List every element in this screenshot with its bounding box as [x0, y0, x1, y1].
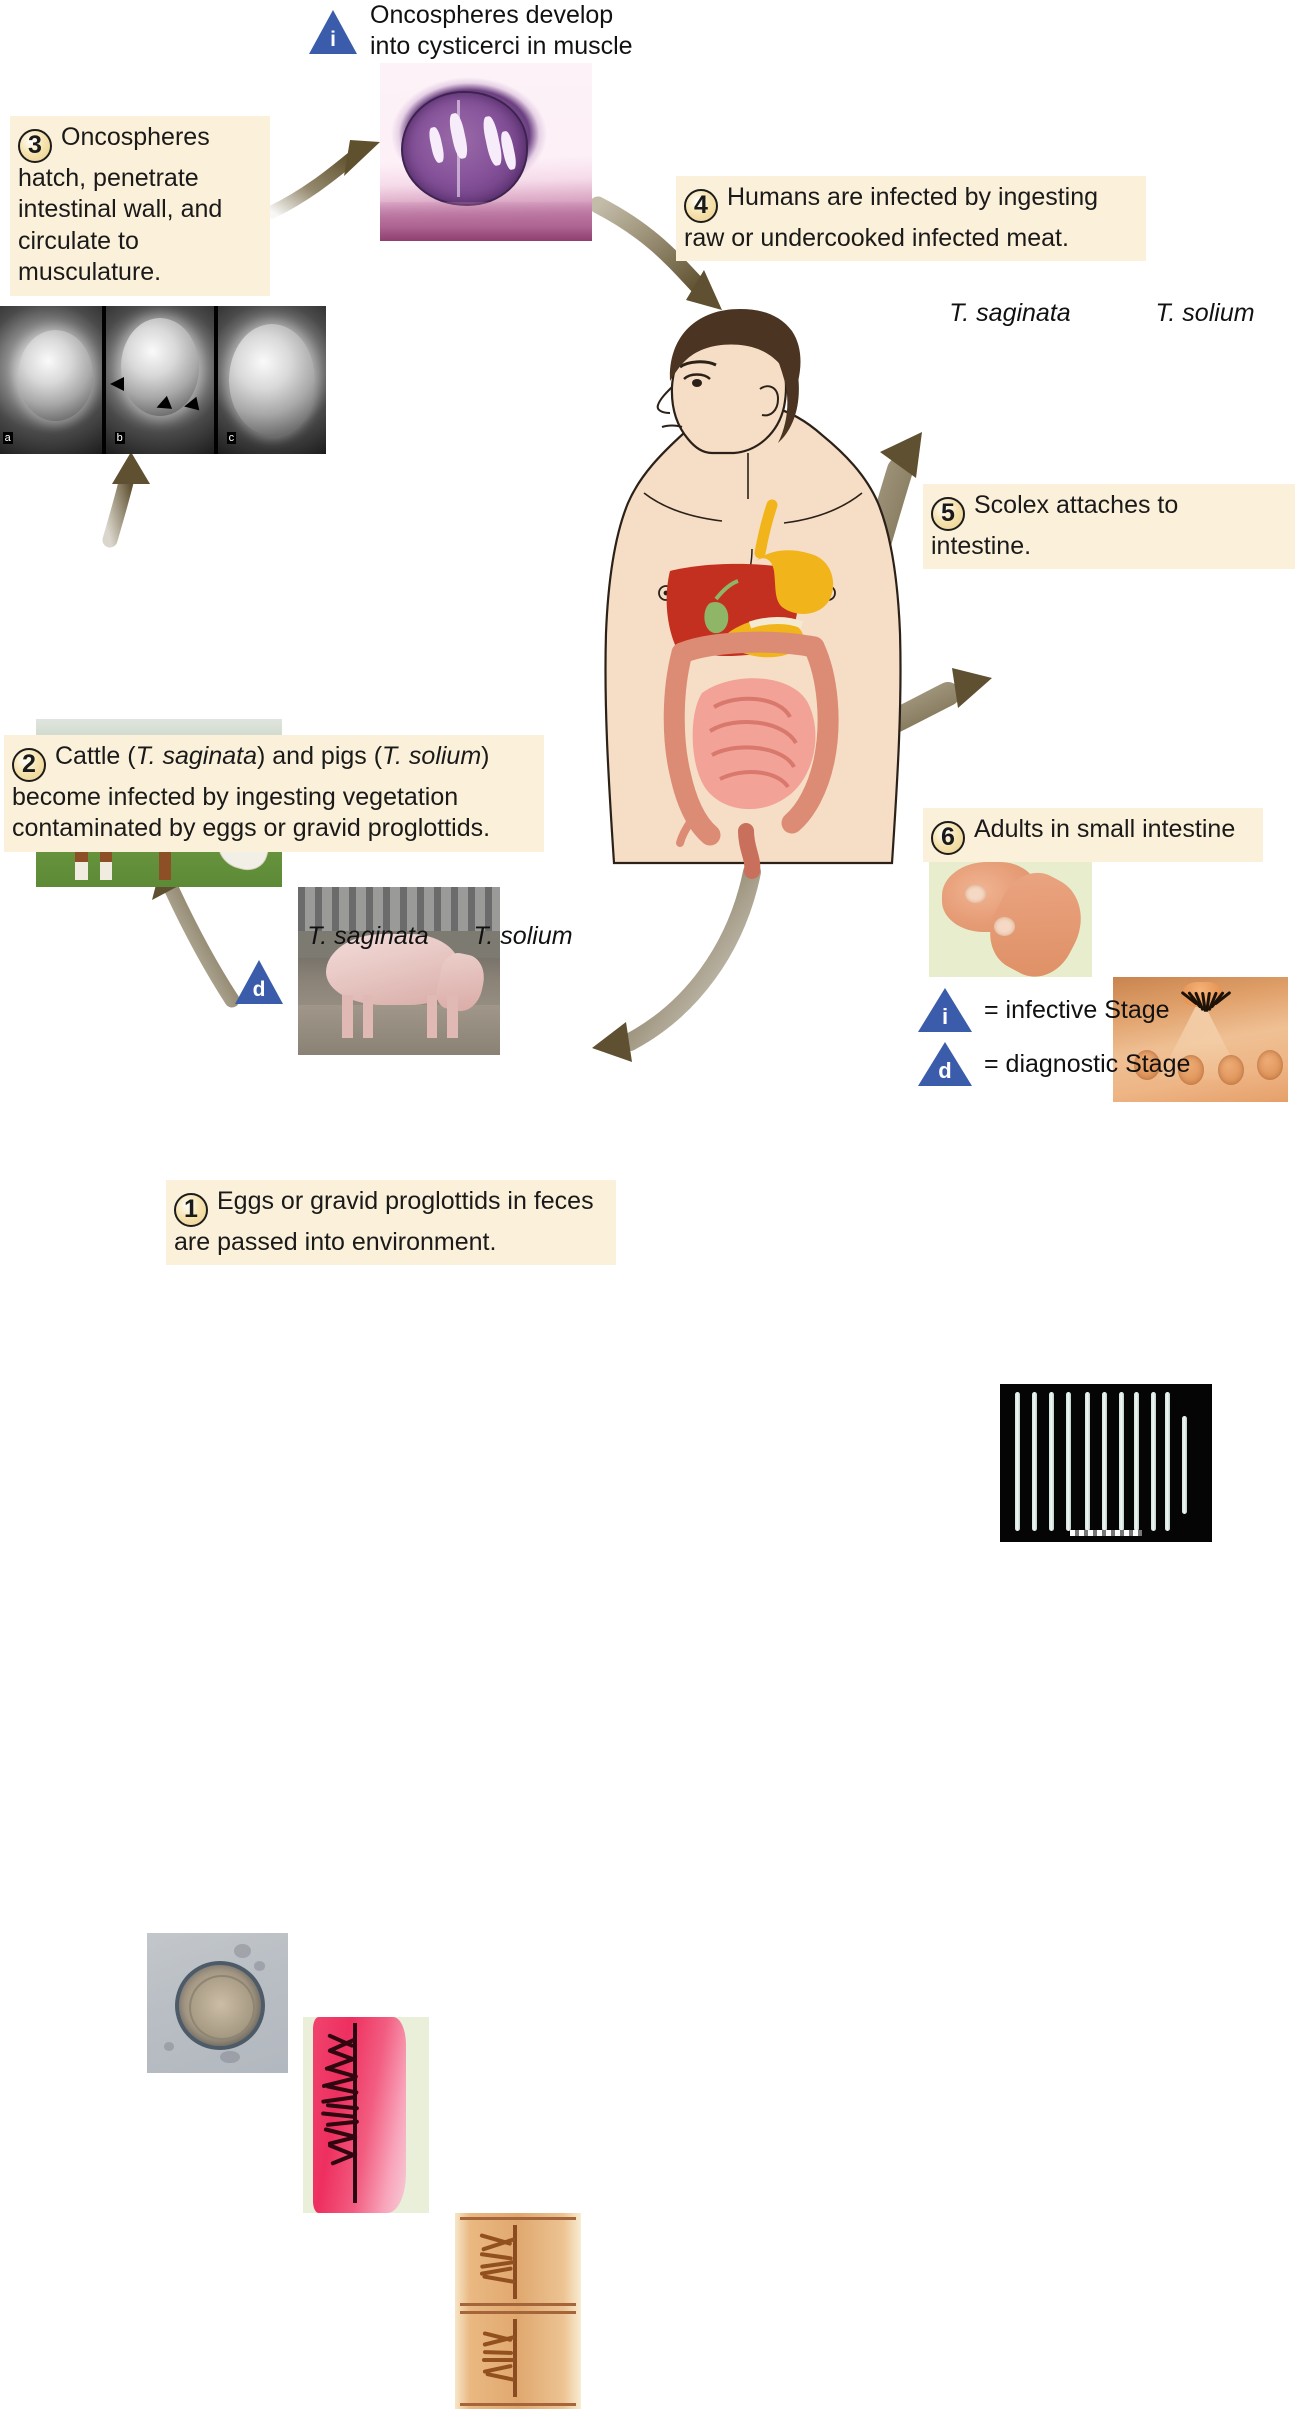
step-5-text: Scolex attaches to intestine. — [931, 491, 1179, 560]
sem-tag-a: a — [2, 431, 13, 444]
sem-tag-b: b — [114, 431, 125, 444]
infective-stage-triangle-icon: i — [309, 10, 357, 54]
t-saginata-scolex-image — [929, 852, 1092, 977]
legend-label-infective: = infective Stage — [984, 995, 1170, 1024]
sem-panel-b: b — [106, 306, 214, 454]
legend-glyph-i: i — [941, 1004, 949, 1029]
scolex-solium-label: T. solium — [1155, 299, 1255, 327]
sem-tag-c: c — [226, 431, 237, 444]
proglottid-solium-label: T. solium — [473, 922, 573, 950]
arrow-to-cysticercus — [265, 140, 380, 219]
step-2-number: 2 — [12, 747, 46, 782]
step-6-callout: 6 Adults in small intestine — [923, 808, 1263, 862]
top-label-line1: Oncospheres develop — [370, 1, 614, 29]
legend-glyph-d: d — [938, 1058, 952, 1083]
diagnostic-stage-triangle-icon: d — [235, 960, 283, 1004]
legend-item-diagnostic: d = diagnostic Stage — [918, 1042, 1190, 1086]
pig-photo-image — [298, 887, 500, 1055]
step-4-number: 4 — [684, 188, 718, 223]
proglottid-saginata-label: T. saginata — [307, 922, 429, 950]
oncosphere-sem-panel-image: a b c — [0, 306, 326, 454]
infective-glyph: i — [330, 28, 336, 51]
step-6-number: 6 — [931, 820, 965, 855]
t-saginata-proglottid-image — [303, 2017, 429, 2213]
legend-label-diagnostic: = diagnostic Stage — [984, 1049, 1191, 1078]
step-3-text: Oncospheres hatch, penetrate intestinal … — [18, 123, 223, 287]
taenia-egg-image — [147, 1933, 288, 2073]
step-6-text: Adults in small intestine — [974, 815, 1236, 843]
scolex-saginata-label: T. saginata — [949, 299, 1071, 327]
diagnostic-glyph: d — [252, 978, 266, 1001]
sem-panel-a: a — [0, 306, 102, 454]
cysticercus-histology-image — [380, 63, 592, 241]
arrow-animals-to-oncospheres — [102, 452, 150, 548]
sem-panel-c: c — [218, 306, 326, 454]
diagnostic-stage-legend-icon: d — [918, 1042, 972, 1086]
t-solium-proglottid-image — [455, 2213, 581, 2409]
human-torso-illustration — [592, 303, 922, 893]
t-solium-scolex-image — [1113, 977, 1288, 1102]
step-2-text: Cattle (T. saginata) and pigs (T. solium… — [12, 742, 491, 843]
top-label-text: Oncospheres develop into cysticerci in m… — [370, 0, 670, 63]
step-5-number: 5 — [931, 496, 965, 531]
step-4-text: Humans are infected by ingesting raw or … — [684, 183, 1099, 252]
infective-stage-legend-icon: i — [918, 988, 972, 1032]
step-3-number: 3 — [18, 128, 52, 163]
top-label-line2: into cysticerci in muscle — [370, 32, 633, 61]
step-1-number: 1 — [174, 1192, 208, 1227]
adult-tapeworms-image — [1000, 1384, 1212, 1542]
step-1-text: Eggs or gravid proglottids in feces are … — [174, 1187, 594, 1256]
legend-item-infective: i = infective Stage — [918, 988, 1190, 1032]
arrow-human-to-feces — [592, 863, 761, 1062]
legend: i = infective Stage d = diagnostic Stage — [918, 988, 1190, 1086]
